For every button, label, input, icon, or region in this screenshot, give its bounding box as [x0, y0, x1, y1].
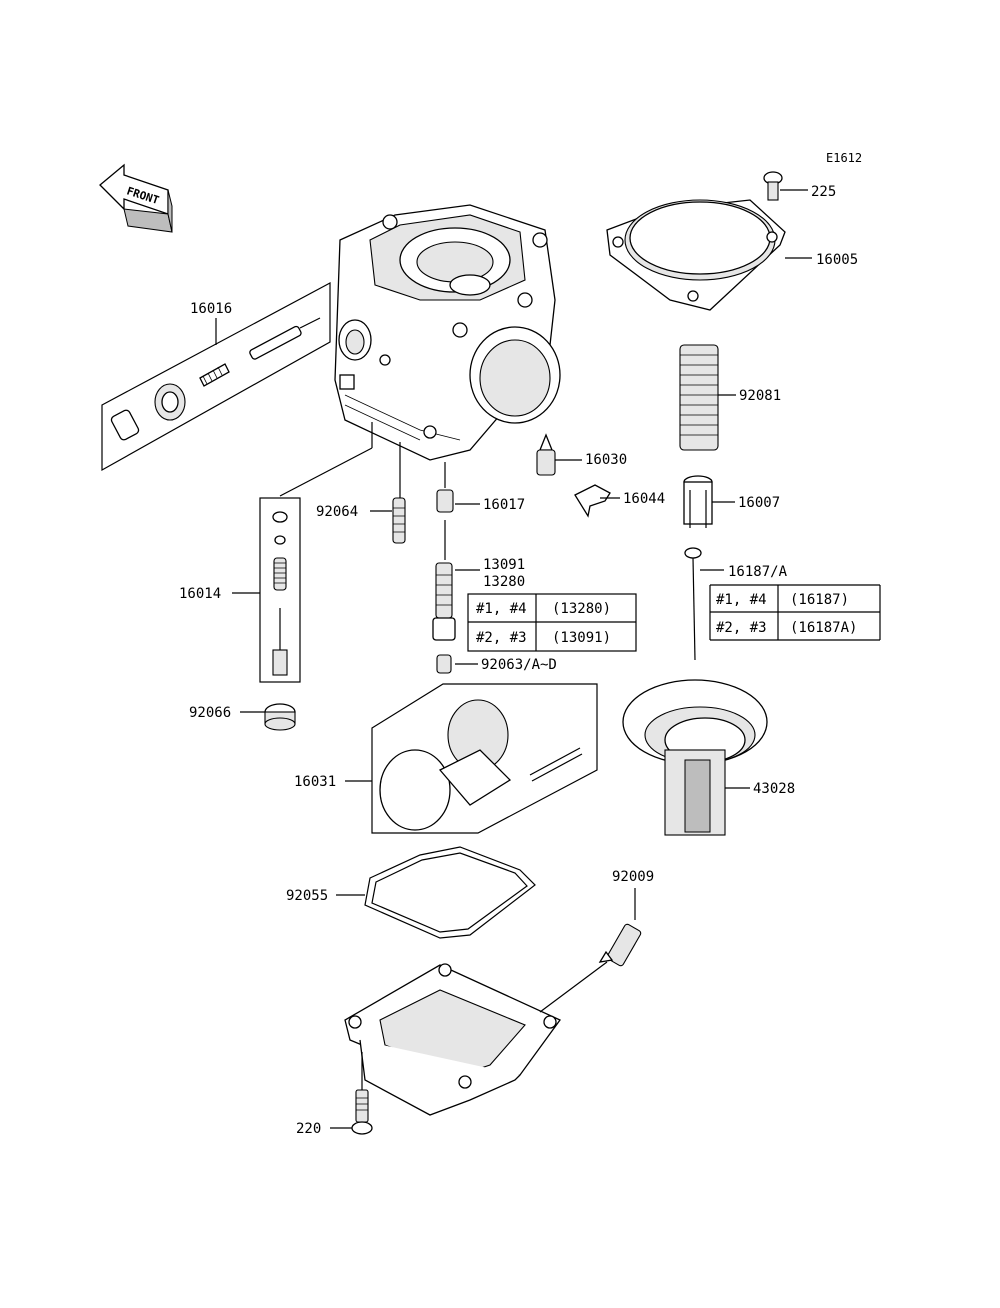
p16007-holder	[683, 475, 713, 528]
label-16044: 16044	[623, 491, 665, 507]
p225-screw	[763, 171, 783, 201]
label-92009: 92009	[612, 869, 654, 885]
jet-table-row1-part: (13280)	[552, 601, 611, 617]
label-16017: 16017	[483, 497, 525, 513]
p43028-diaphragm	[622, 679, 768, 836]
label-16016: 16016	[190, 301, 232, 317]
p16017-jet	[436, 489, 454, 513]
p92063-plug	[436, 654, 452, 674]
jet-table-row1-cyl: #1, #4	[476, 601, 527, 617]
label-92055: 92055	[286, 888, 328, 904]
label-16030: 16030	[585, 452, 627, 468]
p13091-jet	[432, 562, 456, 641]
needle-table: #1, #4 (16187) #2, #3 (16187A)	[709, 584, 881, 641]
p220-screw	[351, 1089, 373, 1135]
p92066-cap	[264, 703, 296, 731]
leader-lines	[215, 189, 812, 1129]
label-16014: 16014	[179, 586, 221, 602]
carburetor-body	[334, 204, 561, 461]
label-16031: 16031	[294, 774, 336, 790]
front-arrow-icon: FRONT	[99, 163, 173, 233]
p92081-spring	[679, 344, 719, 451]
label-225: 225	[811, 184, 836, 200]
needle-table-row2-cyl: #2, #3	[716, 620, 767, 636]
label-13091: 13091	[483, 557, 525, 573]
label-92064: 92064	[316, 504, 358, 520]
needle-table-row1-cyl: #1, #4	[716, 592, 767, 608]
jet-table-row2-part: (13091)	[552, 630, 611, 646]
p92064-screw	[392, 497, 406, 544]
jet-table: #1, #4 (13280) #2, #3 (13091)	[467, 593, 637, 652]
p16187-needle	[684, 547, 702, 661]
label-43028: 43028	[753, 781, 795, 797]
p16014-assembly	[259, 497, 301, 683]
p92009-screw	[598, 923, 642, 967]
p16044-clip	[574, 484, 611, 518]
p16016-assembly	[101, 281, 331, 472]
label-16007: 16007	[738, 495, 780, 511]
needle-table-row2-part: (16187A)	[790, 620, 857, 636]
label-13280: 13280	[483, 574, 525, 590]
label-92081: 92081	[739, 388, 781, 404]
p92055-gasket	[364, 846, 536, 939]
float-bowl	[344, 963, 561, 1116]
label-92066: 92066	[189, 705, 231, 721]
label-92063: 92063/A~D	[481, 657, 557, 673]
label-16005: 16005	[816, 252, 858, 268]
p16030-valve	[536, 433, 556, 476]
p16031-float	[371, 683, 598, 834]
p16005-cover	[606, 199, 786, 311]
label-16187: 16187/A	[728, 564, 788, 580]
jet-table-row2-cyl: #2, #3	[476, 630, 527, 646]
needle-table-row1-part: (16187)	[790, 592, 849, 608]
label-220: 220	[296, 1121, 321, 1137]
ref-code: E1612	[826, 151, 862, 165]
